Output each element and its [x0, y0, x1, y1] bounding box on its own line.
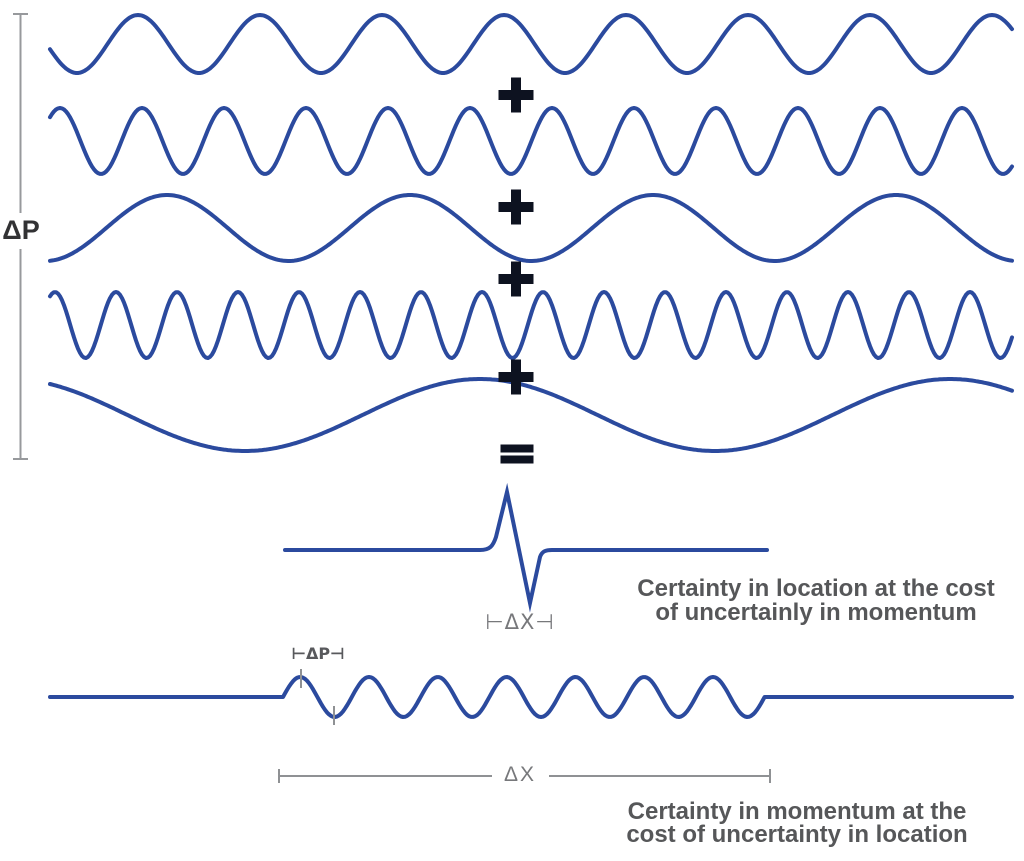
operator-bar	[511, 189, 521, 225]
delta-p-bracket	[13, 13, 28, 460]
caption-momentum: Certainty in momentum at the cost of unc…	[577, 798, 1017, 848]
operator-bar	[511, 359, 521, 395]
plus-icon	[498, 359, 534, 395]
plus-icon	[498, 77, 534, 113]
operator-bar	[500, 444, 534, 453]
equals-icon	[500, 444, 534, 464]
sine-wave-5	[48, 377, 1014, 453]
sine-wave-2	[48, 106, 1014, 176]
sine-wave-3	[48, 193, 1014, 263]
operator-bar	[511, 77, 521, 113]
caption-momentum-line1: Certainty in momentum at the	[627, 798, 967, 825]
spike-delta-x-label: ⊢ΔX⊣	[485, 610, 555, 634]
packet-delta-x-label: ΔX	[503, 763, 537, 786]
caption-location: Certainty in location at the cost of unc…	[596, 577, 1024, 625]
spike-wave	[283, 482, 769, 613]
packet-delta-p-label: ⊢ΔP⊣	[291, 644, 345, 663]
wave-packet	[48, 675, 1014, 719]
plus-icon	[498, 261, 534, 297]
sine-wave-4	[48, 290, 1014, 360]
operator-bar	[511, 261, 521, 297]
caption-momentum-line2: cost of uncertainty in location	[626, 821, 968, 848]
operator-bar	[500, 455, 534, 464]
caption-location-line1: Certainty in location at the cost	[637, 575, 995, 602]
caption-location-line2: of uncertainly in momentum	[655, 599, 977, 626]
delta-x-dimension-line	[278, 769, 771, 783]
sine-wave-1	[48, 13, 1014, 75]
delta-p-axis-label: ΔP	[2, 215, 40, 245]
plus-icon	[498, 189, 534, 225]
